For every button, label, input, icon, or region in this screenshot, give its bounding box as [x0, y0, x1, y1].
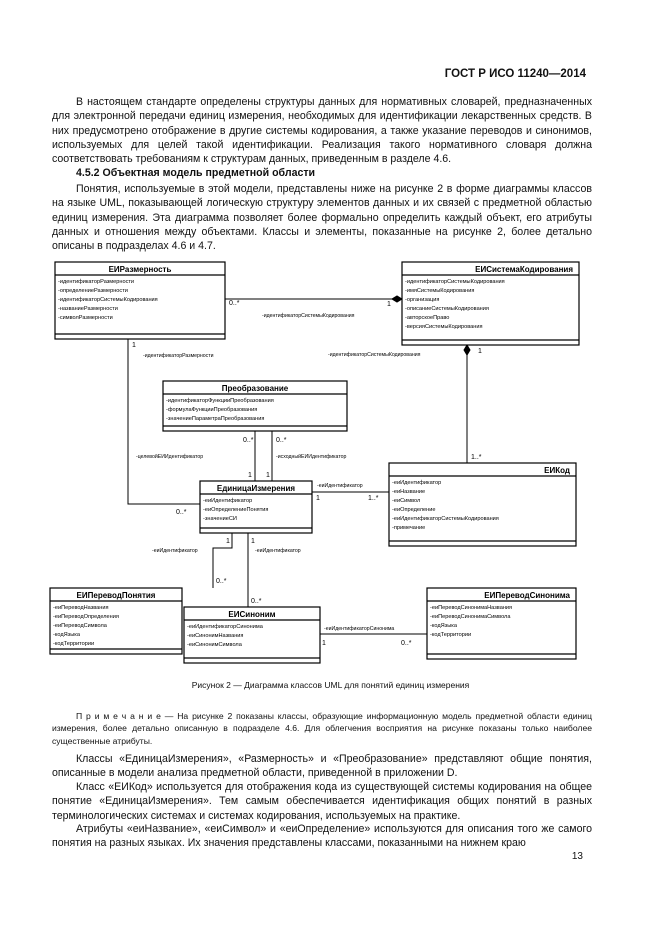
class-name-unit: ЕдиницаИзмерения: [217, 484, 296, 493]
mult-razm-sys: 0..*: [229, 300, 240, 307]
class-attribute: -идентификаторСистемыКодирования: [58, 297, 158, 303]
mult-unit-kod: 1: [316, 495, 320, 502]
label-sys-kod: -идентификаторСистемыКодирования: [328, 352, 421, 358]
paragraph-attributes: Атрибуты «еиНазвание», «еиСимвол» и «еиО…: [52, 823, 592, 850]
class-attribute: -еиОпределениеПонятия: [203, 507, 268, 513]
assoc-razm-unit: [127, 339, 200, 505]
class-box-unit: [199, 480, 313, 534]
label-sys-razm: -идентификаторСистемыКодирования: [262, 313, 355, 319]
mult-sys-kod: 1: [478, 348, 482, 355]
class-attribute: -значениеПараметраПреобразования: [166, 416, 264, 422]
figure-note: П р и м е ч а н и е — На рисунке 2 показ…: [52, 711, 592, 746]
mult-kod-unit: 1..*: [368, 495, 379, 502]
paragraph-classes: Классы «ЕдиницаИзмерения», «Размерность»…: [52, 753, 592, 780]
label-razm-unit: -идентификаторРазмерности: [143, 353, 214, 359]
class-attribute: -еиОпределение: [392, 507, 435, 513]
class-attribute: -кодТерритории: [53, 641, 94, 647]
class-box-preob: [162, 380, 348, 432]
class-name-perevod: ЕИПереводПонятия: [77, 591, 156, 600]
class-attribute: -еиСинонимСимвола: [187, 642, 243, 648]
class-box-perevod: [49, 587, 183, 655]
class-attribute: -организация: [405, 297, 439, 303]
class-attribute: -еиПереводСинонимаСимвола: [430, 614, 511, 620]
class-attribute: -идентификаторСистемыКодирования: [405, 279, 505, 285]
label-unit-sinonim: -еиИдентификатор: [255, 548, 301, 554]
class-name-persin: ЕИПереводСинонима: [484, 591, 570, 600]
class-attribute: -кодЯзыка: [430, 623, 458, 629]
class-name-preob: Преобразование: [222, 384, 289, 393]
class-name-kod: ЕИКод: [544, 466, 570, 475]
class-attribute: -кодТерритории: [430, 632, 471, 638]
section-subheading: 4.5.2 Объектная модель предметной област…: [76, 167, 316, 179]
class-attribute: -еиСимвол: [392, 498, 420, 504]
mult-unit-left1: 1: [248, 472, 252, 479]
class-attribute: -еиИдентификаторСинонима: [187, 624, 264, 630]
uml-class-diagram: ЕИРазмерность -идентификаторРазмерности -о…: [49, 261, 580, 664]
label-unit-preob-2: -исходныйЕИИдентификатор: [276, 453, 347, 460]
class-attribute: -формулаФункцииПреобразования: [166, 407, 257, 413]
class-attribute: -еиИдентификатор: [203, 498, 252, 504]
class-attribute: -кодЯзыка: [53, 632, 81, 638]
diamond-sys-kod: [463, 344, 471, 356]
class-attribute: -идентификаторФункцииПреобразования: [166, 398, 274, 404]
mult-sinonim-right: 1: [322, 640, 326, 647]
class-box-sinonim: [183, 606, 321, 664]
class-name-sinonim: ЕИСиноним: [228, 610, 275, 619]
page-number: 13: [571, 851, 583, 862]
class-box-persin: [426, 587, 577, 660]
mult-sys-razm: 1: [387, 301, 391, 308]
mult-unit-b1: 1: [226, 538, 230, 545]
class-attribute: -определениеРазмерности: [58, 288, 128, 294]
figure-caption: Рисунок 2 — Диаграмма классов UML для по…: [191, 680, 470, 690]
class-attribute: -еиПереводСимвола: [53, 623, 108, 629]
label-unit-perevod: -еиИдентификатор: [152, 548, 198, 554]
class-attribute: -названиеРазмерности: [58, 306, 118, 312]
class-attribute: -значениеСИ: [203, 516, 237, 522]
assoc-unit-perevod: [212, 533, 233, 588]
class-attribute: -еиСинонимНазвания: [187, 633, 243, 639]
class-attribute: -еиНазвание: [392, 489, 425, 495]
paragraph-eikod: Класс «ЕИКод» используется для отображен…: [52, 781, 592, 822]
class-attribute: -еиИдентификатор: [392, 480, 441, 486]
class-attribute: -еиПереводСинонимаНазвания: [430, 605, 512, 611]
class-name-razm: ЕИРазмерность: [109, 265, 172, 274]
label-sinonim-persin: -еиИдентификаторСинонима: [324, 626, 394, 632]
class-attribute: -версияСистемыКодирования: [405, 324, 483, 330]
mult-sinonim-top: 0..*: [251, 598, 262, 605]
document-header: ГОСТ Р ИСО 11240—2014: [444, 68, 586, 80]
class-attribute: -еиПереводОпределения: [53, 614, 119, 620]
class-attribute: -авторскоеПраво: [405, 315, 449, 321]
mult-unit-left2: 1: [266, 472, 270, 479]
mult-perevod: 0..*: [216, 578, 227, 585]
mult-preob-left: 0..*: [243, 437, 254, 444]
label-unit-preob-1: -целевойЕИИдентификатор: [136, 453, 203, 460]
class-attribute: -имяСистемыКодирования: [405, 288, 474, 294]
class-attribute: -символРазмерности: [58, 315, 113, 321]
mult-kod-sys: 1..*: [471, 454, 482, 461]
paragraph-intro: В настоящем стандарте определены структу…: [52, 96, 592, 166]
class-box-kod: [388, 462, 577, 547]
mult-razm-down: 1: [132, 342, 136, 349]
class-attribute: -еиИдентификаторСистемыКодирования: [392, 516, 499, 522]
class-attribute: -идентификаторРазмерности: [58, 279, 134, 285]
class-attribute: -еиПереводНазвания: [53, 605, 109, 611]
mult-unit-b2: 1: [251, 538, 255, 545]
label-unit-kod: -еиИдентификатор: [317, 483, 363, 489]
diamond-sys-razm: [391, 295, 403, 303]
class-attribute: -примечание: [392, 525, 425, 531]
mult-persin: 0..*: [401, 640, 412, 647]
class-name-sys: ЕИСистемаКодирования: [475, 265, 573, 274]
class-attribute: -описаниеСистемыКодирования: [405, 306, 489, 312]
paragraph-model: Понятия, используемые в этой модели, пре…: [52, 183, 592, 253]
mult-unit-razm: 0..*: [176, 509, 187, 516]
mult-preob-right: 0..*: [276, 437, 287, 444]
class-box-sys: [401, 261, 580, 346]
